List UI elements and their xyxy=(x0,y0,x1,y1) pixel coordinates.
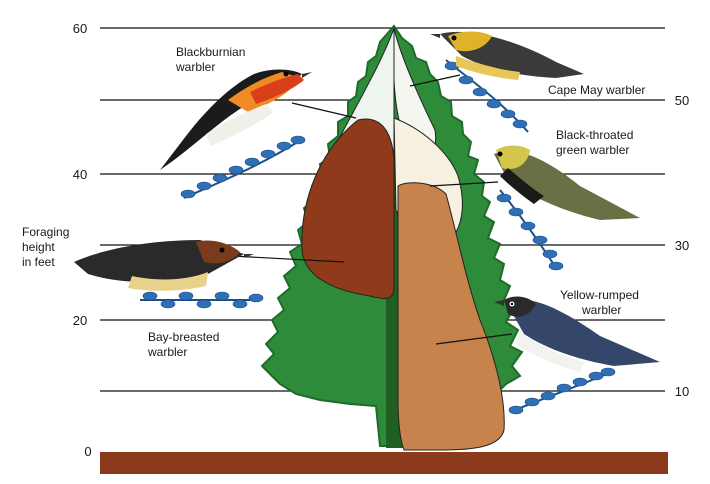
label-black-throated-green-line-1: Black-throated xyxy=(556,128,633,142)
left-tick-20: 20 xyxy=(73,313,87,328)
axis-title-line-2: height xyxy=(22,240,55,254)
axis-title-line-1: Foraging xyxy=(22,225,69,239)
left-tick-0: 0 xyxy=(84,444,91,459)
yellow-rumped-warbler-icon xyxy=(494,297,660,372)
cape-may-warbler-icon xyxy=(430,32,584,81)
label-bay-breasted-line-2: warbler xyxy=(147,345,187,359)
left-tick-40: 40 xyxy=(73,167,87,182)
pointer-blackburnian xyxy=(292,103,356,118)
label-cape-may-line-1: Cape May warbler xyxy=(548,83,645,97)
label-yellow-rumped-line-1: Yellow-rumped xyxy=(560,288,639,302)
zone-bay-breasted xyxy=(302,119,394,298)
label-black-throated-green-line-2: green warbler xyxy=(556,143,629,157)
ground-strip xyxy=(100,452,668,474)
label-bay-breasted-line-1: Bay-breasted xyxy=(148,330,219,344)
right-tick-10: 10 xyxy=(675,384,689,399)
leaf-sprig-bay-breasted xyxy=(140,292,263,308)
axis-title-line-3: in feet xyxy=(22,255,55,269)
bay-breasted-warbler-icon xyxy=(74,240,254,291)
label-blackburnian-line-2: warbler xyxy=(175,60,215,74)
blackburnian-warbler-icon xyxy=(160,70,312,171)
left-tick-60: 60 xyxy=(73,21,87,36)
right-tick-30: 30 xyxy=(675,238,689,253)
label-yellow-rumped-line-2: warbler xyxy=(581,303,621,317)
label-blackburnian-line-1: Blackburnian xyxy=(176,45,245,59)
leaf-sprig-blackburnian xyxy=(181,136,305,198)
right-tick-50: 50 xyxy=(675,93,689,108)
